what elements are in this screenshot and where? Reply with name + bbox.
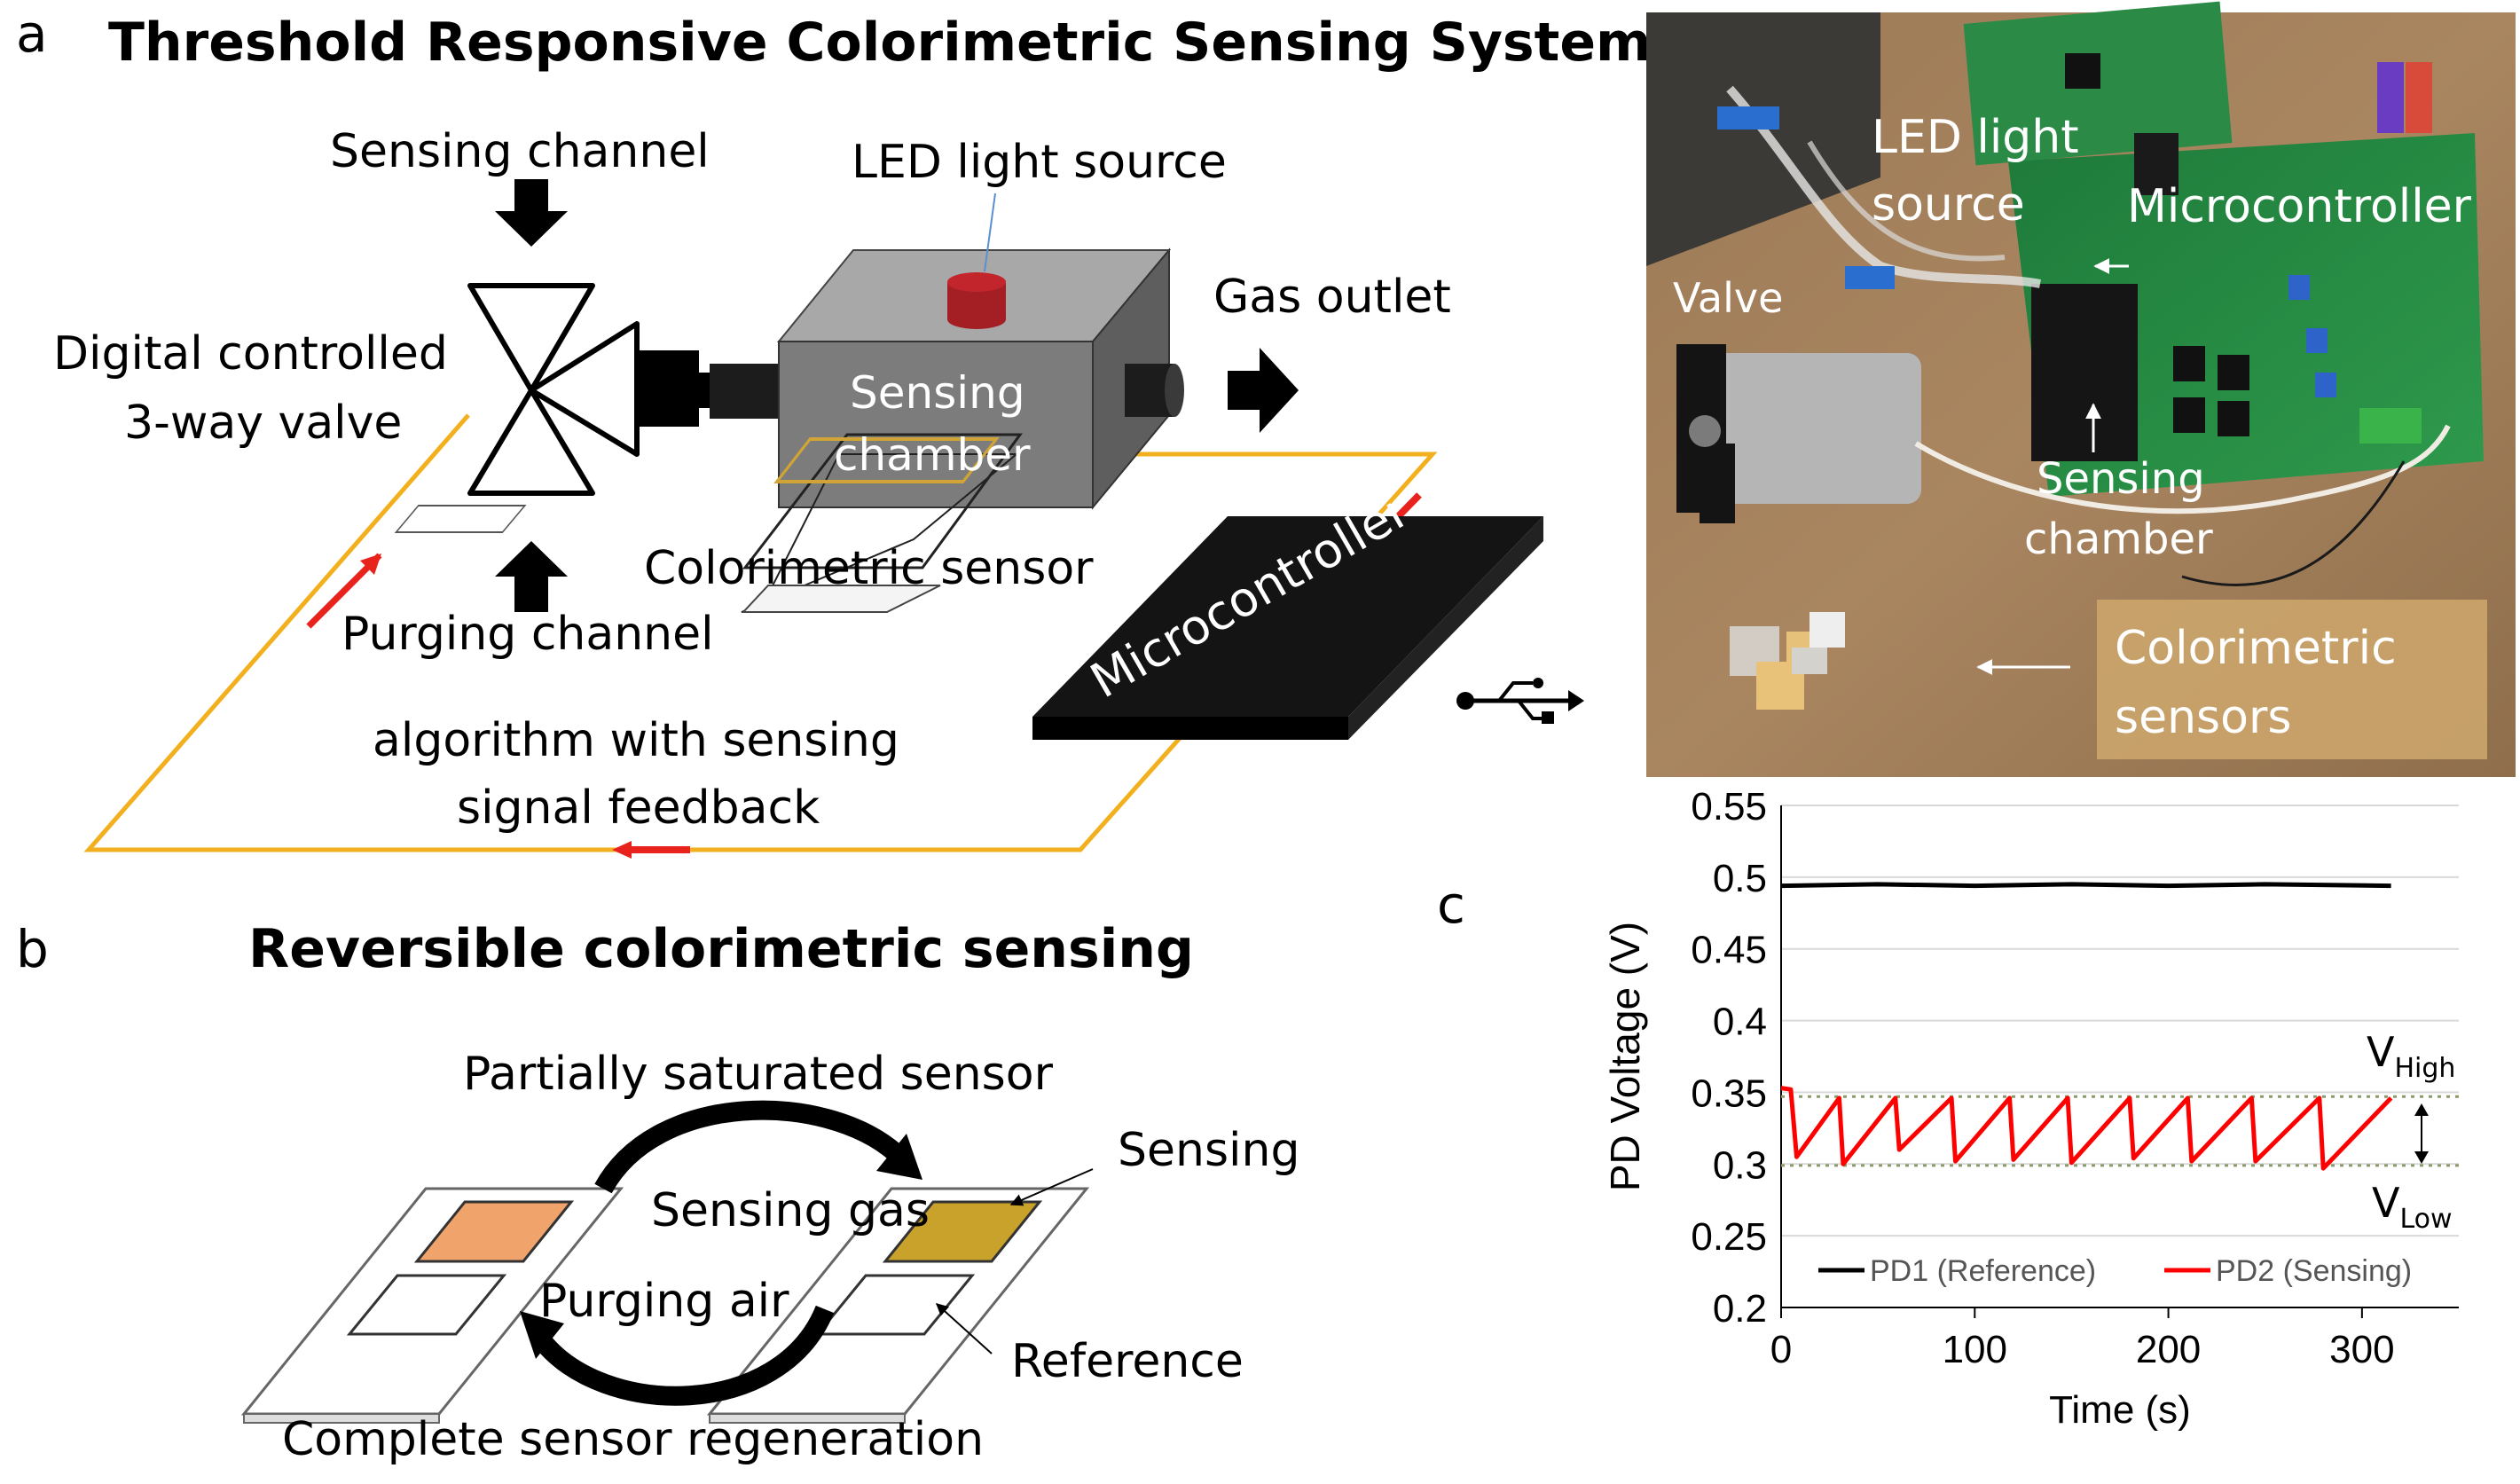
label-valve-line2: 3-way valve xyxy=(124,397,402,450)
label-sensing: Sensing xyxy=(1118,1124,1299,1177)
colorimetric-sensor-slide xyxy=(394,433,1023,613)
panel-b-title: Reversible colorimetric sensing xyxy=(248,918,1194,980)
sensing-channel-arrow xyxy=(495,179,568,247)
label-sensing-channel: Sensing channel xyxy=(330,125,710,178)
arrow-to-saturated xyxy=(594,1100,903,1194)
y-tick-label: 0.5 xyxy=(1713,857,1767,900)
three-way-valve xyxy=(467,283,640,496)
photo-chamber xyxy=(2031,284,2138,461)
label-gas-outlet: Gas outlet xyxy=(1213,271,1451,324)
setup-photo: LED light source Microcontroller Valve S… xyxy=(1646,1,2516,777)
left-reference-pad xyxy=(346,1274,507,1336)
y-tick-label: 0.45 xyxy=(1691,929,1767,972)
photo-sensor-slides xyxy=(1730,612,1845,710)
label-purging-air: Purging air xyxy=(539,1275,789,1328)
arrow-to-regeneration xyxy=(533,1305,835,1406)
valve-actuator xyxy=(637,350,699,427)
panel-a: a Threshold Responsive Colorimetric Sens… xyxy=(16,4,1652,859)
photo-label-led-line1: LED light xyxy=(1872,111,2079,164)
right-reference-pad xyxy=(814,1274,976,1336)
pointer-reference xyxy=(935,1303,993,1354)
photo-sensors-label-box xyxy=(2097,600,2487,759)
x-tick-label: 300 xyxy=(2329,1328,2394,1371)
microcontroller-board xyxy=(1032,516,1543,740)
y-axis-label: PD Voltage (V) xyxy=(1602,922,1648,1191)
feedback-loop-line xyxy=(83,413,1438,852)
label-partially-saturated: Partially saturated sensor xyxy=(463,1048,1054,1101)
sensor-slide-left xyxy=(240,1187,624,1424)
photo-label-sensors-line1: Colorimetric xyxy=(2115,622,2397,675)
v-high-label: VHigh xyxy=(2367,1028,2455,1084)
y-tick-label: 0.35 xyxy=(1691,1072,1767,1115)
label-algorithm-line2: signal feedback xyxy=(457,781,820,835)
led-pointer-line xyxy=(984,192,996,272)
panel-a-title: Threshold Responsive Colorimetric Sensin… xyxy=(108,12,1652,74)
panel-b: b Reversible colorimetric sensing Partia… xyxy=(16,918,1299,1466)
y-tick-label: 0.3 xyxy=(1713,1143,1767,1187)
photo-pump xyxy=(1691,353,1921,504)
panel-b-letter: b xyxy=(16,919,49,979)
label-algorithm-line1: algorithm with sensing xyxy=(373,714,899,767)
photo-label-chamber-line1: Sensing xyxy=(2037,454,2205,504)
label-purging-channel: Purging channel xyxy=(341,608,714,661)
v-low-label: VLow xyxy=(2372,1179,2453,1235)
label-reference: Reference xyxy=(1011,1335,1244,1388)
y-tick-label: 0.2 xyxy=(1713,1287,1767,1331)
x-tick-label: 200 xyxy=(2136,1328,2201,1371)
left-sensing-pad xyxy=(413,1200,575,1263)
usb-icon xyxy=(1456,678,1584,724)
y-tick-label: 0.55 xyxy=(1691,785,1767,828)
gas-outlet-arrow xyxy=(1228,348,1299,433)
photo-label-sensors-line2: sensors xyxy=(2115,691,2291,744)
y-tick-label: 0.25 xyxy=(1691,1215,1767,1259)
line-chart: 0.2 0.25 0.3 0.35 0.4 0.45 0.5 0.55 0 100 200 300 PD… xyxy=(1602,785,2459,1432)
label-led: LED light source xyxy=(852,136,1227,189)
photo-label-chamber-line2: chamber xyxy=(2024,514,2213,564)
purging-channel-arrow xyxy=(495,541,568,612)
photo-label-led-line2: source xyxy=(1872,178,2025,232)
right-sensing-pad xyxy=(882,1200,1043,1263)
label-sensing-gas: Sensing gas xyxy=(651,1184,930,1237)
label-chamber-line2: chamber xyxy=(834,429,1031,481)
legend-label-2: PD2 (Sensing) xyxy=(2216,1254,2412,1288)
panel-a-letter: a xyxy=(16,4,48,64)
label-complete-regeneration: Complete sensor regeneration xyxy=(282,1413,984,1466)
legend-label-1: PD1 (Reference) xyxy=(1870,1254,2096,1288)
photo-label-microcontroller: Microcontroller xyxy=(2127,180,2472,233)
x-tick-label: 0 xyxy=(1770,1328,1792,1371)
x-axis-label: Time (s) xyxy=(2049,1388,2191,1432)
pointer-sensing xyxy=(1009,1168,1094,1206)
label-valve-line1: Digital controlled xyxy=(53,327,448,381)
panel-c-letter: c xyxy=(1437,875,1465,935)
label-colorimetric-sensor: Colorimetric sensor xyxy=(644,542,1094,595)
y-tick-label: 0.4 xyxy=(1713,1001,1767,1044)
series-line-1 xyxy=(1780,882,2391,889)
photo-label-valve: Valve xyxy=(1673,274,1783,322)
series-line-2 xyxy=(1780,1086,2393,1171)
label-chamber-line1: Sensing xyxy=(850,367,1025,419)
x-tick-label: 100 xyxy=(1943,1328,2007,1371)
panel-c: c 0.2 0.25 0.3 0.35 0.4 0.45 0.5 0.55 0 100 200 300… xyxy=(1437,785,2459,1432)
led-light-source xyxy=(947,272,1006,329)
